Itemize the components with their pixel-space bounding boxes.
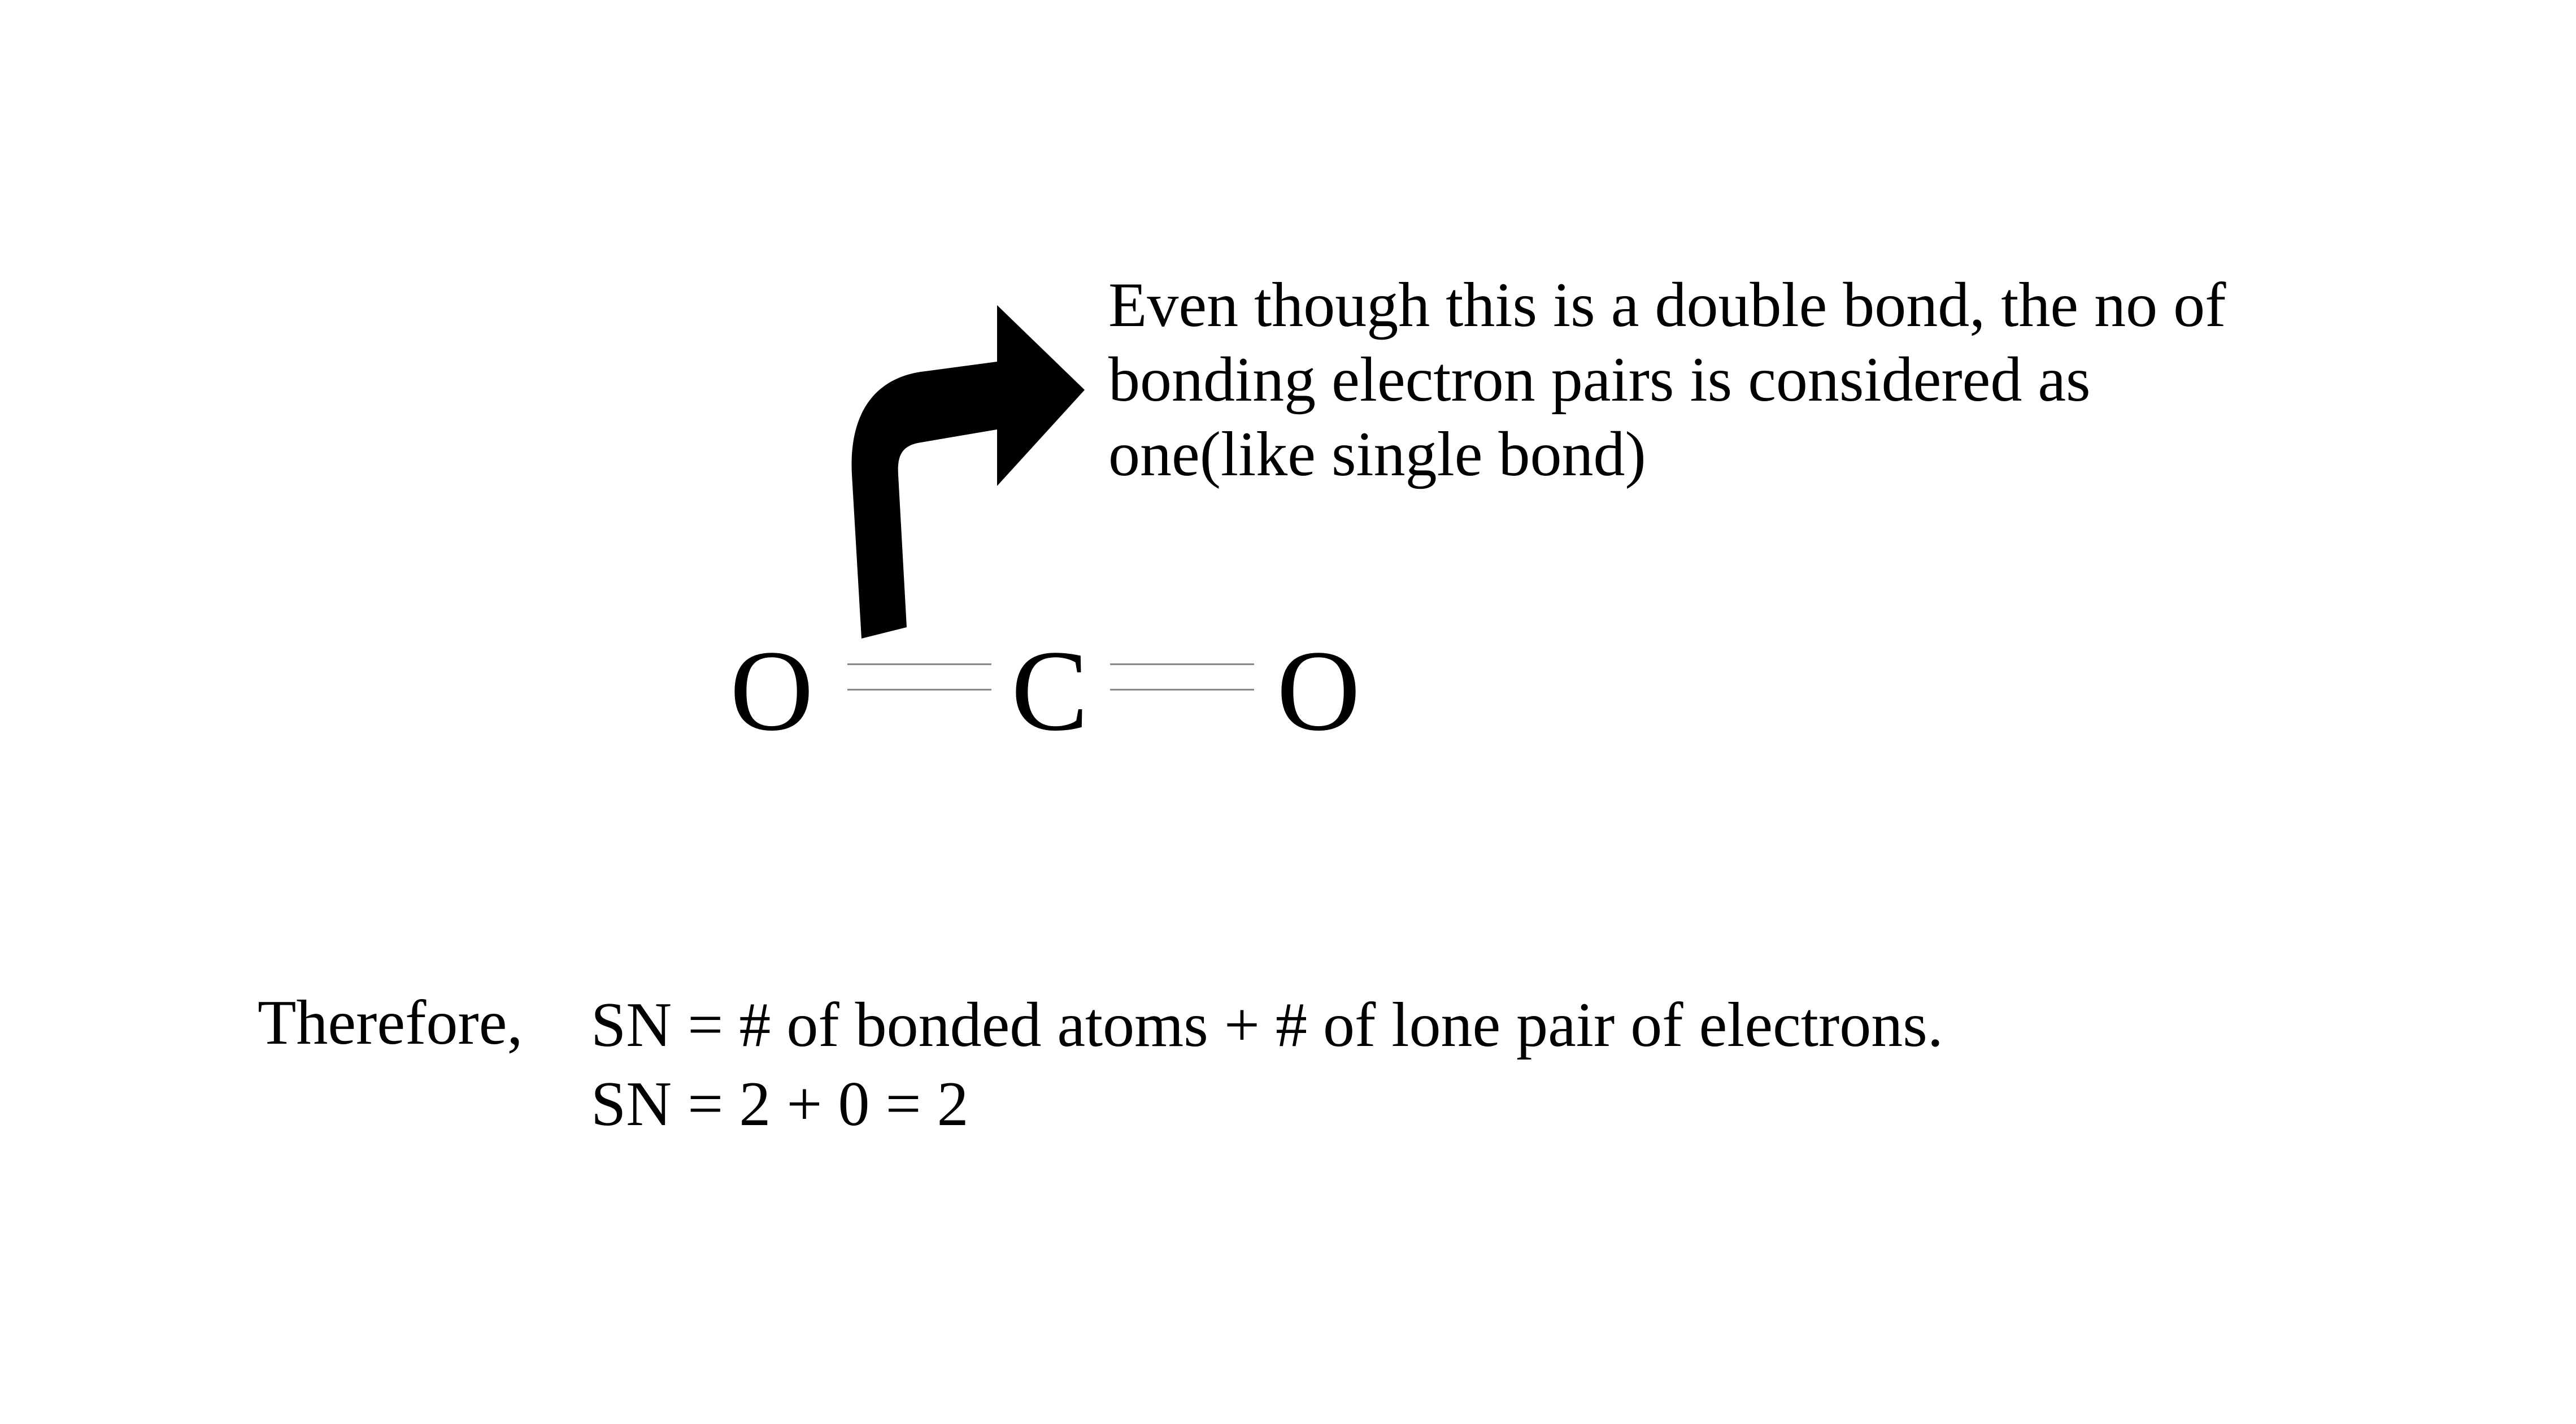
carbon-atom: C xyxy=(1011,627,1089,755)
curved-arrow-icon xyxy=(851,305,1085,639)
oxygen-atom-right: O xyxy=(1277,627,1361,755)
annotation-line-3: one(like single bond) xyxy=(1108,419,1646,490)
annotation-line-1: Even though this is a double bond, the n… xyxy=(1108,270,2226,340)
double-bond-right xyxy=(1110,663,1254,691)
oxygen-atom-left: O xyxy=(730,627,814,755)
therefore-label: Therefore, xyxy=(258,988,523,1058)
arrow-shaft xyxy=(851,305,1085,639)
annotation-line-2: bonding electron pairs is considered as xyxy=(1108,345,2091,415)
double-bond-left xyxy=(847,663,991,691)
bond-annotation: Even though this is a double bond, the n… xyxy=(1108,268,2226,492)
sn-calculation: SN = 2 + 0 = 2 xyxy=(591,1069,969,1139)
sn-formula: SN = # of bonded atoms + # of lone pair … xyxy=(591,990,1943,1060)
equation-block: SN = # of bonded atoms + # of lone pair … xyxy=(591,985,1943,1144)
